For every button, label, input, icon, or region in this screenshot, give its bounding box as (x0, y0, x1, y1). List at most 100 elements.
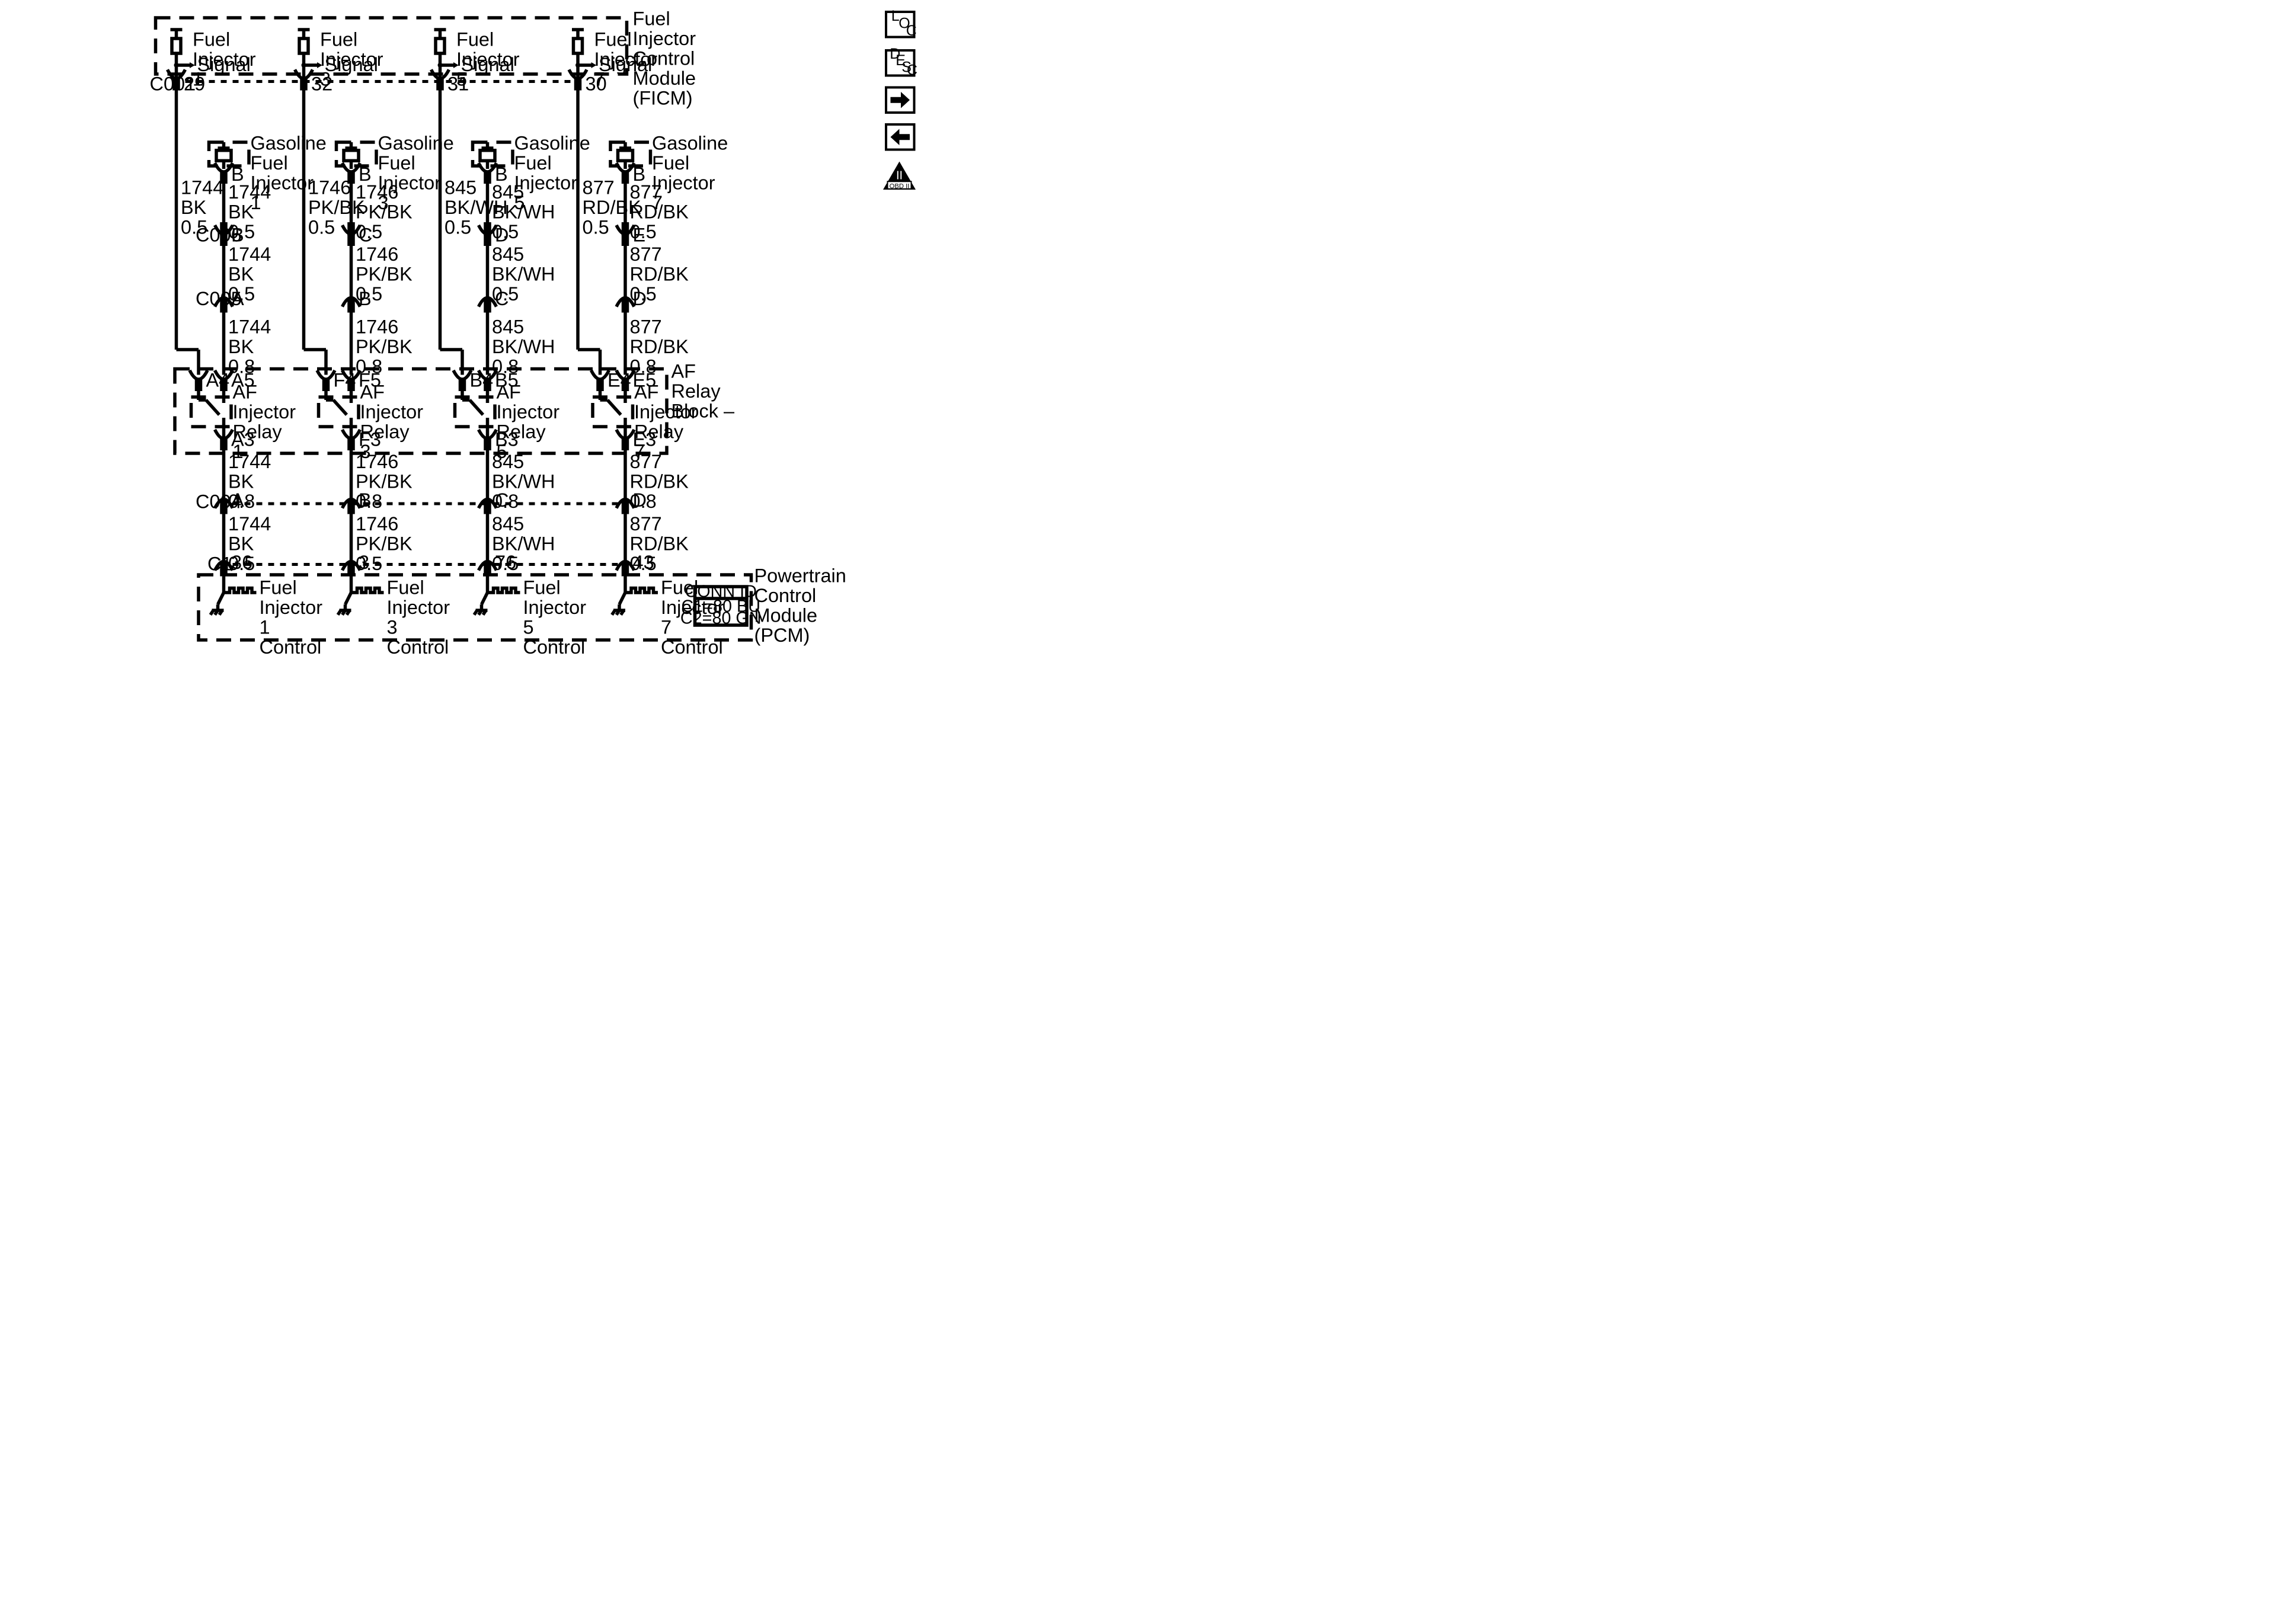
c004-connector (341, 497, 362, 514)
pulse-waveform-icon (223, 586, 257, 594)
c004-wire-label-line: RD/BK (630, 471, 689, 492)
c005-wire-label-line: 1746 (356, 244, 398, 265)
relay-pin-right-label: A5 (231, 370, 255, 391)
c005-connector (213, 296, 234, 313)
signal-arrow-icon (591, 62, 597, 68)
c006-wire-label-line: 1746 (356, 181, 398, 203)
c005-pin-label: C (495, 288, 509, 309)
relay-label-line: Relay (360, 421, 410, 443)
gasoline-injector-label-line: Fuel (652, 152, 689, 174)
previous-page-button[interactable] (885, 123, 916, 151)
c004-connector-arc (341, 497, 362, 509)
pcm-driver-label-line: 1 (260, 617, 270, 638)
ficm-signal-label-line: 1 (193, 69, 203, 90)
gasoline-injector-label-line: Fuel (378, 152, 415, 174)
relay-terminal-right (213, 369, 234, 391)
upper-wire-label-line: BK (181, 197, 207, 218)
c004-connector-arc (615, 497, 636, 509)
relay-block-label-line: Relay (671, 380, 721, 402)
relay-switch-arm (606, 399, 622, 416)
ficm-module-box (154, 16, 629, 76)
relay-pin-bottom-label: F3 (359, 429, 381, 450)
ficm-driver-resistor (298, 37, 310, 55)
pcm-driver-switch (480, 591, 489, 606)
injector-coil (478, 149, 497, 162)
ficm-signal-label-line: 7 (594, 69, 605, 90)
c005-connector-arc (213, 296, 234, 308)
injector-coil (616, 149, 635, 162)
gasoline-injector-label-line: 7 (652, 192, 663, 213)
ground-hatch (472, 609, 479, 616)
ficm-signal-label-line: Fuel (320, 29, 357, 50)
loc-button[interactable]: LOC (885, 8, 917, 39)
relay-label-line: AF (360, 382, 385, 403)
pcm-driver-label-line: Control (523, 636, 586, 658)
relay-terminal-bottom (615, 428, 636, 450)
desc-letter: E (896, 52, 906, 69)
relay-pin-bottom-label: B3 (495, 429, 519, 450)
c006-connector-pin (347, 232, 355, 246)
injector-pin-label: B (495, 164, 508, 185)
c004-connector (213, 497, 234, 514)
relay-terminal-right (615, 369, 636, 391)
c006-wire-label-line: 877 (630, 181, 662, 203)
ficm-signal-label-line: 5 (456, 69, 467, 90)
c005-wire-label-line: 877 (630, 244, 662, 265)
injector-pin-label: B (359, 164, 372, 185)
gasoline-injector-label-line: Gasoline (652, 133, 728, 154)
c1-connector (477, 559, 498, 577)
desc-letter: D (890, 46, 900, 62)
c1-connector-pin (347, 563, 355, 577)
c006-wire-label-line: 0.5 (228, 221, 255, 242)
pcm-driver-switch (618, 591, 627, 606)
pcm-wire-label-line: BK (228, 533, 254, 555)
c004-pin-label: D (633, 489, 647, 511)
c004-pin-label: A (231, 489, 244, 511)
ficm-signal-label: Signal (197, 54, 251, 75)
relay-wire-label-line: BK (228, 336, 254, 357)
relay-terminal-bottom-pin (484, 437, 491, 450)
c001-pin-label: 31 (447, 73, 469, 95)
relay-switch-arm (204, 399, 221, 416)
relay-terminal-bottom-pin (621, 437, 629, 450)
c001-pin-label: 30 (586, 73, 607, 95)
ground-hatch (218, 609, 224, 616)
pcm-driver-label-line: Injector (661, 597, 724, 618)
upper-wire-label-line: 845 (445, 177, 477, 199)
injector-pin-label: B (633, 164, 646, 185)
pcm-driver-label-line: Control (260, 636, 322, 658)
relay-label-line: 7 (634, 441, 645, 462)
relay-pin-right-label: F5 (359, 370, 381, 391)
upper-wire-label-line: 0.5 (583, 217, 609, 238)
loc-button-frame (885, 11, 916, 39)
pcm-driver-label-line: Fuel (260, 577, 297, 598)
loc-letter: C (906, 23, 917, 39)
c004-connector (615, 497, 636, 514)
relay-terminal-left-pin (596, 377, 604, 391)
ficm-driver-resistor (170, 37, 183, 55)
c006-pin-label: B (231, 225, 244, 246)
pcm-driver-label-line: Injector (387, 597, 450, 618)
c001-pin-label: 29 (184, 73, 205, 95)
ground-icon (336, 609, 351, 616)
next-page-button[interactable] (885, 86, 916, 114)
gasoline-injector-box (207, 140, 251, 168)
relay-terminal-left (188, 369, 209, 391)
c005-wire-label-line: 0.5 (356, 283, 382, 305)
relay-terminal-right (341, 369, 362, 391)
pulse-waveform-icon (351, 586, 384, 594)
c005-connector-arc (477, 296, 498, 308)
pulse-waveform-icon (625, 586, 658, 594)
c005-wire-label-line: 0.5 (630, 283, 657, 305)
c1-connector-pin (621, 563, 629, 577)
pcm-wire-label-line: RD/BK (630, 533, 689, 555)
gasoline-injector-label-line: Injector (514, 172, 578, 194)
ground-hatch (209, 609, 215, 616)
